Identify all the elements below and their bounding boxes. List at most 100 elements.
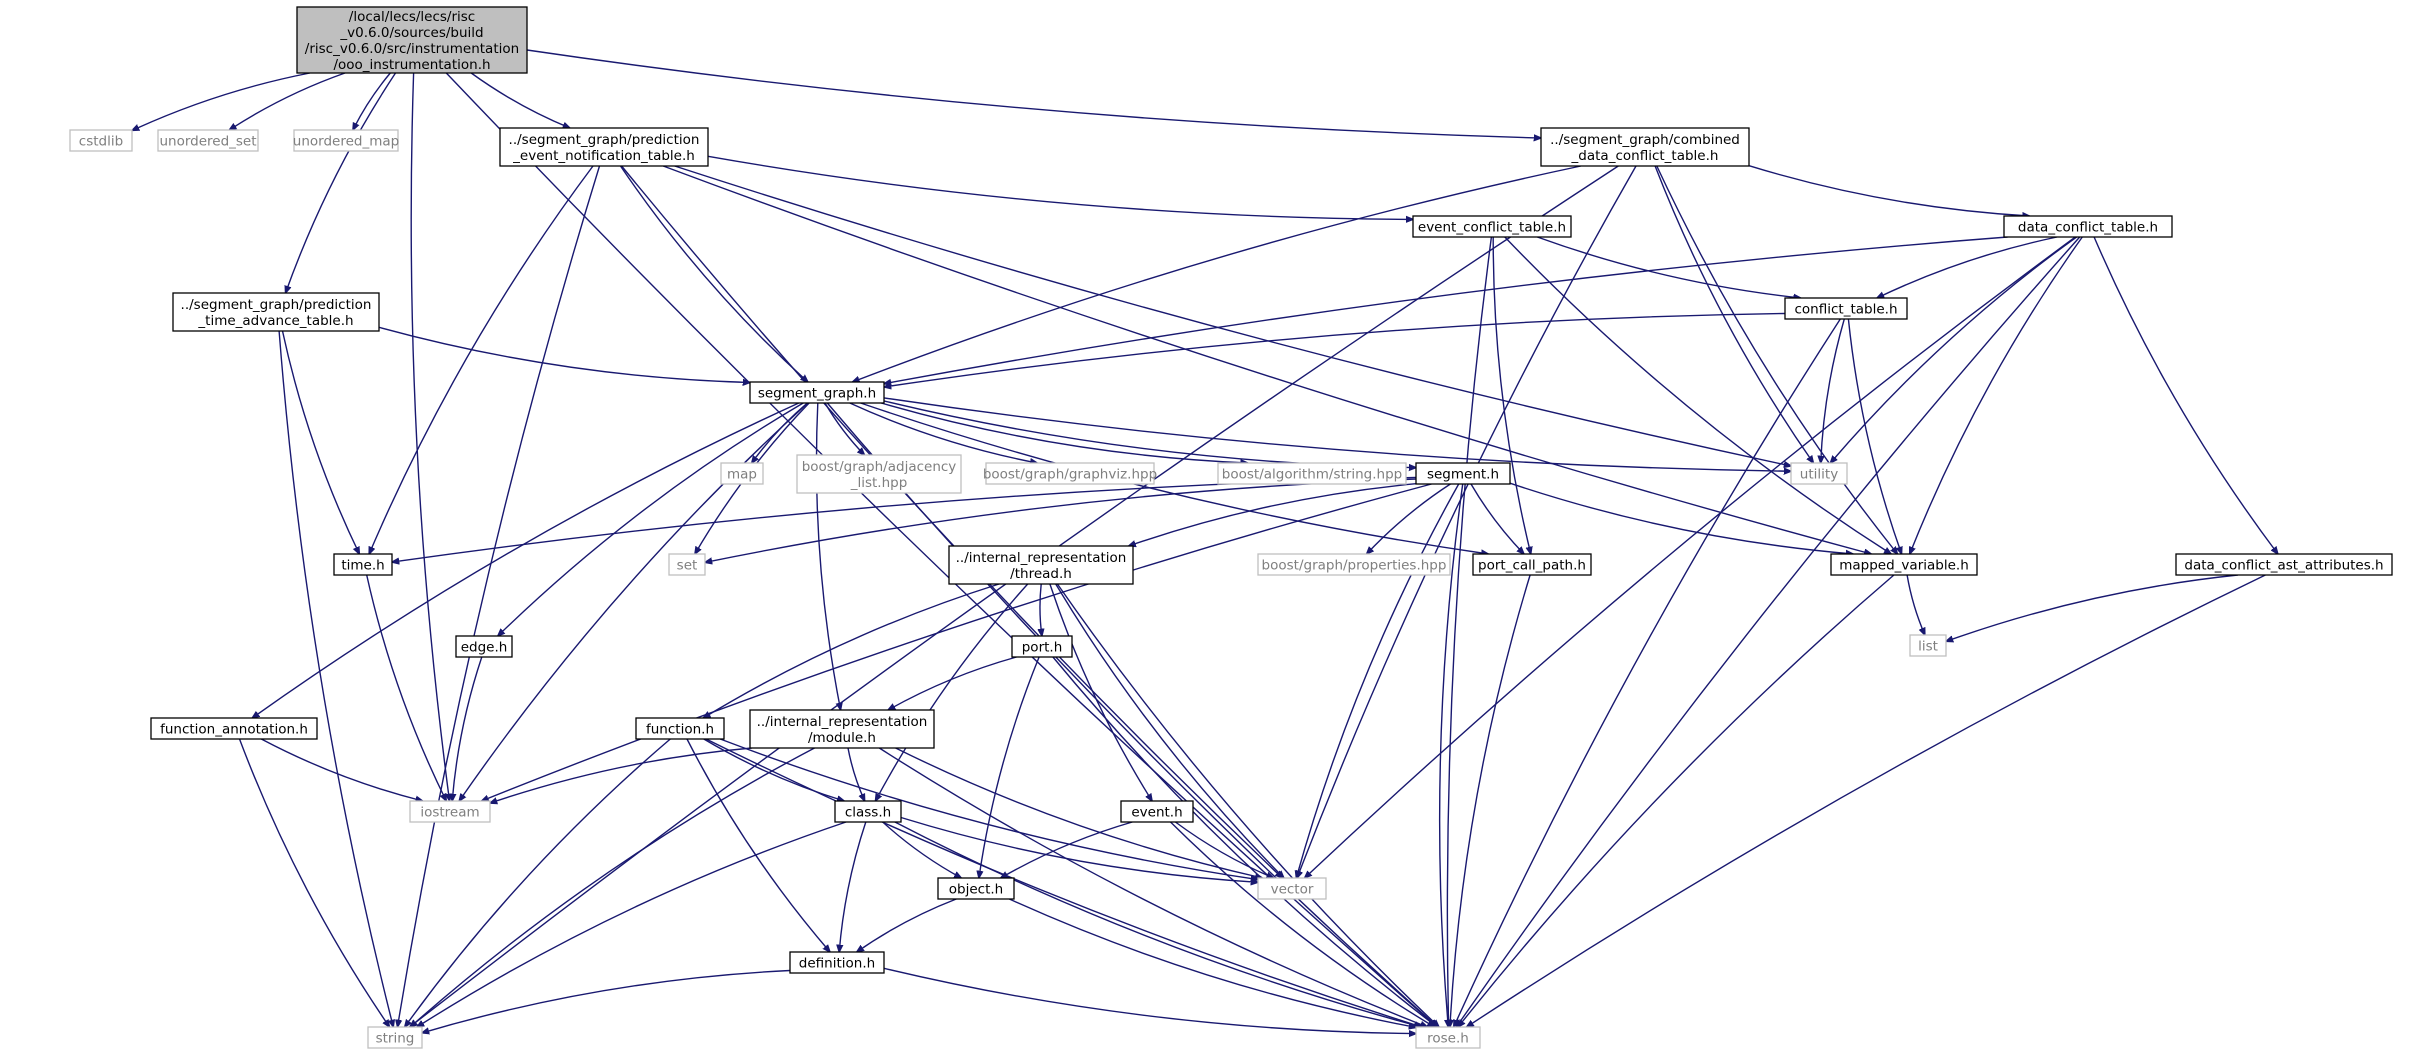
edge-segment-to-props	[1367, 483, 1451, 554]
node-thread[interactable]: ../internal_representation/thread.h	[948, 545, 1134, 585]
node-box	[948, 545, 1134, 585]
node-label: segment_graph.h	[758, 386, 876, 402]
node-fa[interactable]: function_annotation.h	[150, 717, 318, 740]
edge-sg-to-adj	[824, 402, 865, 455]
node-box	[937, 877, 1015, 900]
node-label: unordered_set	[159, 134, 256, 150]
node-pcp[interactable]: port_call_path.h	[1472, 553, 1592, 576]
edge-event-to-vector	[1174, 821, 1273, 878]
edge-fa-to-iostream	[260, 738, 422, 801]
node-label: conflict_table.h	[1795, 302, 1898, 318]
node-box	[172, 292, 380, 332]
node-box	[333, 553, 393, 576]
node-edge[interactable]: edge.h	[455, 635, 513, 658]
edge-function-to-vector	[719, 738, 1258, 880]
node-class[interactable]: class.h	[834, 800, 902, 823]
node-vector: vector	[1257, 877, 1327, 900]
node-label: vector	[1271, 882, 1314, 898]
node-label: map	[727, 467, 757, 483]
node-label: /risc_v0.6.0/src/instrumentation	[305, 41, 519, 57]
node-pent[interactable]: ../segment_graph/prediction_event_notifi…	[499, 127, 709, 167]
node-label: _event_notification_table.h	[512, 148, 695, 164]
node-label: boost/graph/properties.hpp	[1262, 558, 1447, 574]
node-time[interactable]: time.h	[333, 553, 393, 576]
node-box	[1472, 553, 1592, 576]
node-label: port.h	[1022, 640, 1063, 656]
node-label: string	[376, 1031, 415, 1047]
edge-ect-to-rose	[1447, 236, 1493, 1027]
edge-port-to-module	[888, 656, 1017, 710]
edge-cdct-to-vector	[1297, 165, 1637, 878]
edge-class-to-definition	[839, 821, 867, 952]
node-ptat[interactable]: ../segment_graph/prediction_time_advance…	[172, 292, 380, 332]
edge-thread-to-vector	[1055, 583, 1284, 878]
edge-module-to-vector	[895, 747, 1263, 878]
edge-sg-to-module	[815, 402, 840, 710]
edge-main-to-unordered_map	[353, 72, 391, 130]
edge-ptat-to-string	[278, 330, 393, 1027]
node-box	[157, 129, 259, 152]
node-map: map	[720, 462, 764, 485]
node-label: unordered_map	[293, 134, 399, 150]
node-function[interactable]: function.h	[635, 717, 725, 740]
node-box	[1784, 297, 1908, 320]
edge-module-to-class	[847, 747, 865, 801]
node-cdct[interactable]: ../segment_graph/combined_data_conflict_…	[1540, 127, 1750, 167]
edge-segment-to-rose	[1438, 483, 1464, 1027]
node-object[interactable]: object.h	[937, 877, 1015, 900]
edge-event-to-object	[1001, 821, 1133, 878]
node-label: cstdlib	[79, 134, 123, 150]
node-event[interactable]: event.h	[1120, 800, 1194, 823]
node-dcaa[interactable]: data_conflict_ast_attributes.h	[2175, 553, 2393, 576]
node-box	[1412, 215, 1572, 238]
edges-layer	[132, 49, 2278, 1034]
node-label: data_conflict_ast_attributes.h	[2184, 558, 2383, 574]
node-port[interactable]: port.h	[1011, 635, 1073, 658]
edge-dct-to-rose	[1456, 236, 2081, 1027]
node-label: /ooo_instrumentation.h	[333, 57, 490, 73]
edge-class-to-rose	[894, 821, 1421, 1027]
edge-pent-to-time	[369, 165, 594, 554]
edge-function-to-rose	[705, 738, 1422, 1027]
edge-class-to-vector	[900, 816, 1258, 883]
node-set: set	[668, 553, 706, 576]
node-box	[720, 462, 764, 485]
node-label: ../segment_graph/prediction	[509, 132, 700, 148]
edge-port-to-rose	[1052, 656, 1437, 1027]
edge-main-to-cstdlib	[132, 72, 311, 131]
edge-segment-to-mv	[1509, 482, 1853, 554]
node-utility: utility	[1790, 462, 1848, 485]
edge-function-to-definition	[686, 738, 830, 952]
edge-cdct-to-dct	[1748, 165, 2030, 216]
edge-ct-to-utility	[1821, 318, 1845, 463]
edge-sg-to-utility	[883, 397, 1791, 471]
edge-edge-to-iostream	[452, 656, 483, 801]
node-box	[985, 462, 1155, 485]
nodes-layer: /local/lecs/lecs/risc_v0.6.0/sources/bui…	[69, 6, 2393, 1049]
node-ect[interactable]: event_conflict_table.h	[1412, 215, 1572, 238]
edge-dct-to-vector	[1305, 236, 2076, 878]
edge-dct-to-mv	[1910, 236, 2083, 554]
node-label: event_conflict_table.h	[1418, 220, 1566, 236]
node-label: mapped_variable.h	[1839, 558, 1969, 574]
edge-pcp-to-rose	[1450, 574, 1531, 1027]
edge-sg-to-pcp	[860, 402, 1489, 554]
node-list: list	[1909, 634, 1947, 657]
node-box	[2175, 553, 2393, 576]
edge-dcaa-to-rose	[1467, 574, 2266, 1027]
edge-function-to-class	[703, 738, 844, 801]
node-box	[635, 717, 725, 740]
node-label: ../segment_graph/prediction	[181, 297, 372, 313]
node-mv[interactable]: mapped_variable.h	[1830, 553, 1978, 576]
node-definition[interactable]: definition.h	[789, 951, 885, 974]
node-label: edge.h	[461, 640, 508, 656]
edge-definition-to-rose	[883, 967, 1416, 1033]
node-segment[interactable]: segment.h	[1415, 462, 1511, 485]
node-main[interactable]: /local/lecs/lecs/risc_v0.6.0/sources/bui…	[296, 6, 528, 74]
node-dct[interactable]: data_conflict_table.h	[2003, 215, 2173, 238]
node-sg[interactable]: segment_graph.h	[749, 381, 885, 404]
node-label: _v0.6.0/sources/build	[339, 25, 483, 41]
edge-definition-to-string	[422, 969, 791, 1033]
node-module[interactable]: ../internal_representation/module.h	[749, 709, 935, 749]
node-ct[interactable]: conflict_table.h	[1784, 297, 1908, 320]
